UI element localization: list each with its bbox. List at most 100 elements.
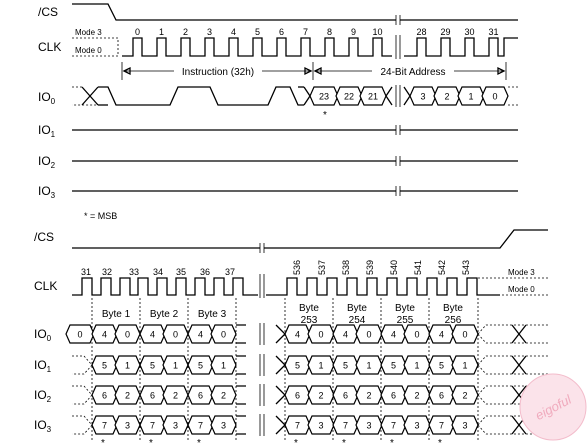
bottom-io2-cell-high-text: 6	[391, 391, 396, 401]
bottom-io1-post-dashed	[477, 355, 548, 375]
address-arrowhead-left	[313, 66, 322, 76]
bottom-io3-cell-low-text: 3	[366, 421, 371, 431]
top-cs-break-gap	[396, 15, 400, 25]
bottom-io2-cell-low-text: 2	[366, 391, 371, 401]
bottom-io1-pre-dashed	[72, 355, 93, 375]
bottom-io0-cell-high-text: 4	[102, 330, 107, 340]
top-label-io1-base: IO	[38, 123, 51, 137]
bottom-mode3-label: Mode 3	[508, 268, 535, 277]
bottom-io0-join	[275, 324, 286, 344]
bottom-io2-cell-high-text: 6	[150, 391, 155, 401]
top-label-io3-subscript: 3	[51, 191, 56, 200]
bottom-io0-post-x-b	[511, 324, 527, 344]
bottom-io1-mid-stub	[236, 355, 246, 375]
bottom-clk-number-rotated: 542	[437, 260, 447, 275]
bottom-io2-cell-low-text: 2	[125, 391, 130, 401]
bottom-io1-cell-low-text: 1	[318, 361, 323, 371]
top-io0-join-b	[303, 95, 311, 106]
bottom-label-io0: IO0	[34, 327, 52, 343]
bottom-io1-join	[275, 355, 286, 375]
bottom-label-io1: IO1	[34, 358, 52, 374]
top-clk-number: 28	[416, 27, 426, 37]
top-clk-number: 30	[464, 27, 474, 37]
top-mode3-dashed	[72, 37, 119, 56]
top-io0-instruction-trace	[98, 86, 304, 106]
bottom-io3-cell-low-text: 3	[221, 421, 226, 431]
bottom-byte-label-word: Byte	[299, 303, 319, 314]
instruction-arrowhead-left	[122, 66, 131, 76]
bottom-byte-label-number: 255	[397, 315, 414, 326]
top-io3-break-gap	[396, 186, 400, 196]
top-io0-pre-dashed	[72, 86, 99, 106]
bottom-clk-trace-b	[266, 277, 500, 296]
bottom-msb-star: *	[101, 438, 105, 448]
bottom-io0-cell-low-text: 0	[318, 330, 323, 340]
bottom-io1-cell-high-text: 5	[391, 361, 396, 371]
bottom-io3-pre-dashed	[72, 415, 93, 435]
bottom-io3-cell-high-text: 7	[102, 421, 107, 431]
bottom-mode0-label: Mode 0	[508, 285, 535, 294]
top-label-io0: IO0	[38, 90, 56, 106]
bottom-cs-trace	[72, 229, 548, 249]
bottom-io1-cell-high-text: 5	[198, 361, 203, 371]
bottom-io3-cell-low-text: 3	[125, 421, 130, 431]
bottom-io0-cell-high-text: 4	[343, 330, 348, 340]
bottom-io0-cell-low-text: 0	[173, 330, 178, 340]
top-label-clk: CLK	[38, 40, 61, 54]
bottom-byte-label-word: Byte	[395, 303, 415, 314]
bottom-msb-star: *	[438, 438, 442, 448]
bottom-label-cs-base: /CS	[34, 230, 54, 244]
bottom-io2-cell-low-text: 2	[462, 391, 467, 401]
bottom-byte-label-number: 256	[445, 315, 462, 326]
msb-legend-text: * = MSB	[84, 211, 117, 221]
top-clk-number: 4	[231, 27, 236, 37]
bottom-label-io3-subscript: 3	[47, 425, 52, 434]
top-label-cs: /CS	[38, 5, 58, 19]
bottom-clk-number: 37	[225, 267, 235, 277]
bottom-io0-cell-low	[210, 324, 237, 344]
bottom-io2-cell-high-text: 6	[295, 391, 300, 401]
bottom-io1-cell-low-text: 1	[173, 361, 178, 371]
top-io0-x2	[81, 86, 99, 106]
bottom-clk-trace-a	[72, 277, 258, 296]
top-io0-tail-a	[385, 86, 393, 106]
top-clk-number: 2	[183, 27, 188, 37]
bottom-io1-break-gap	[260, 354, 264, 376]
bottom-io2-cell-low-text: 2	[414, 391, 419, 401]
top-io0-addr-cell-text: 2	[444, 92, 449, 102]
bottom-io1-cell-high-text: 5	[150, 361, 155, 371]
top-io0-addr-cell-text: 21	[368, 92, 378, 102]
top-io0-addr-cell-text: 3	[420, 92, 425, 102]
top-label-io3-base: IO	[38, 184, 51, 198]
bottom-clk-number-rotated: 537	[317, 260, 327, 275]
top-label-io3: IO3	[38, 184, 56, 200]
top-clk-number: 10	[372, 27, 382, 37]
watermark-badge: eigoful	[519, 373, 587, 441]
top-label-io2: IO2	[38, 154, 56, 170]
bottom-io0-cell-low-text: 0	[414, 330, 419, 340]
top-label-io0-base: IO	[38, 90, 51, 104]
bottom-io1-cell-low-text: 1	[366, 361, 371, 371]
bottom-byte-label: Byte 2	[150, 309, 179, 320]
bottom-clk-number-rotated: 541	[413, 260, 423, 275]
bottom-msb-star: *	[149, 438, 153, 448]
bottom-msb-star: *	[342, 438, 346, 448]
bottom-msb-star: *	[294, 438, 298, 448]
bottom-io3-cell-low	[210, 415, 237, 435]
bottom-label-io3: IO3	[34, 418, 52, 434]
bottom-io3-cell-high-text: 7	[295, 421, 300, 431]
bottom-io2-cell-low-text: 2	[221, 391, 226, 401]
bottom-cs-break-gap	[260, 243, 264, 253]
bottom-io3-cell-high-text: 7	[150, 421, 155, 431]
top-clk-break-gap	[396, 35, 400, 59]
bottom-io3-cell-low-text: 3	[462, 421, 467, 431]
top-clk-number: 31	[488, 27, 498, 37]
bottom-io1-cell-low-text: 1	[414, 361, 419, 371]
bottom-clk-number: 31	[81, 267, 91, 277]
bottom-label-clk: CLK	[34, 279, 57, 293]
bottom-msb-star: *	[390, 438, 394, 448]
bottom-byte-label: Byte 1	[102, 309, 131, 320]
bottom-io3-cell-low-text: 3	[318, 421, 323, 431]
bottom-io0-first-cell-text: 0	[77, 330, 82, 340]
